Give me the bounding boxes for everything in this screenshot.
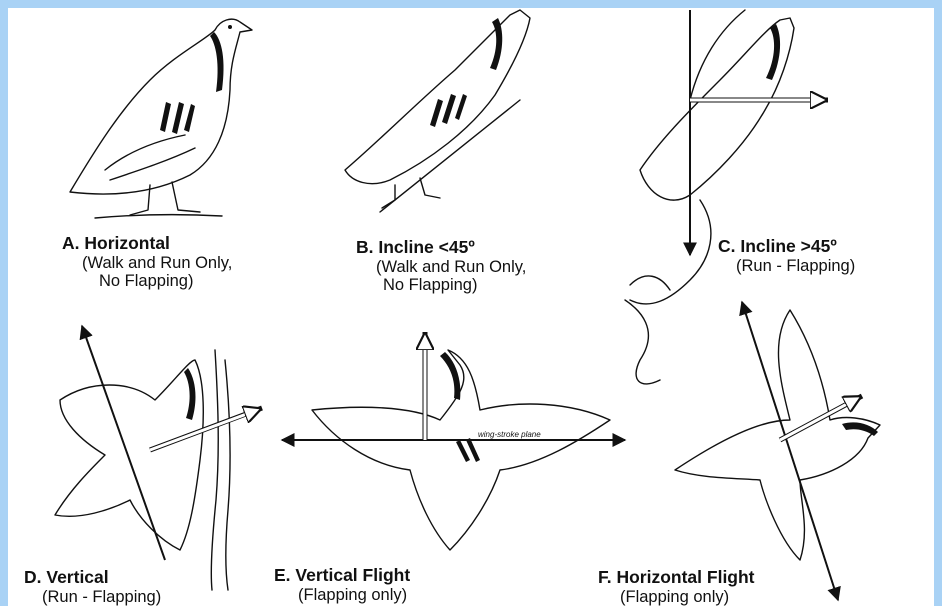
caption-vertical: D. Vertical (Run - Flapping) bbox=[24, 568, 161, 606]
caption-horizontal: A. Horizontal (Walk and Run Only, No Fla… bbox=[62, 234, 232, 291]
caption-incline-low-title: B. Incline <45º bbox=[356, 238, 526, 258]
caption-incline-high: C. Incline >45º (Run - Flapping) bbox=[718, 237, 855, 275]
bird-incline-low-drawing bbox=[345, 10, 530, 212]
caption-incline-low-line-1: (Walk and Run Only, bbox=[356, 258, 526, 276]
caption-incline-low-line-2: No Flapping) bbox=[356, 276, 526, 294]
caption-incline-low: B. Incline <45º (Walk and Run Only, No F… bbox=[356, 238, 526, 295]
caption-horizontal-flight-title: F. Horizontal Flight bbox=[598, 568, 755, 588]
bird-horizontal-flight-drawing bbox=[675, 302, 880, 600]
caption-vertical-flight: E. Vertical Flight (Flapping only) bbox=[274, 566, 410, 604]
caption-vertical-line-1: (Run - Flapping) bbox=[24, 588, 161, 606]
caption-horizontal-title: A. Horizontal bbox=[62, 234, 232, 254]
caption-horizontal-flight-line-1: (Flapping only) bbox=[598, 588, 755, 606]
caption-horizontal-line-1: (Walk and Run Only, bbox=[62, 254, 232, 272]
caption-incline-high-line-1: (Run - Flapping) bbox=[718, 257, 855, 275]
bird-vertical-flight-drawing: wing-stroke plane bbox=[282, 332, 625, 550]
caption-vertical-flight-title: E. Vertical Flight bbox=[274, 566, 410, 586]
caption-vertical-flight-line-1: (Flapping only) bbox=[274, 586, 410, 604]
bird-horizontal-drawing bbox=[70, 19, 252, 218]
caption-vertical-title: D. Vertical bbox=[24, 568, 161, 588]
caption-incline-high-title: C. Incline >45º bbox=[718, 237, 855, 257]
wing-stroke-label-e: wing-stroke plane bbox=[478, 430, 541, 439]
caption-horizontal-line-2: No Flapping) bbox=[62, 272, 232, 290]
caption-horizontal-flight: F. Horizontal Flight (Flapping only) bbox=[598, 568, 755, 606]
bird-vertical-drawing bbox=[55, 326, 262, 590]
